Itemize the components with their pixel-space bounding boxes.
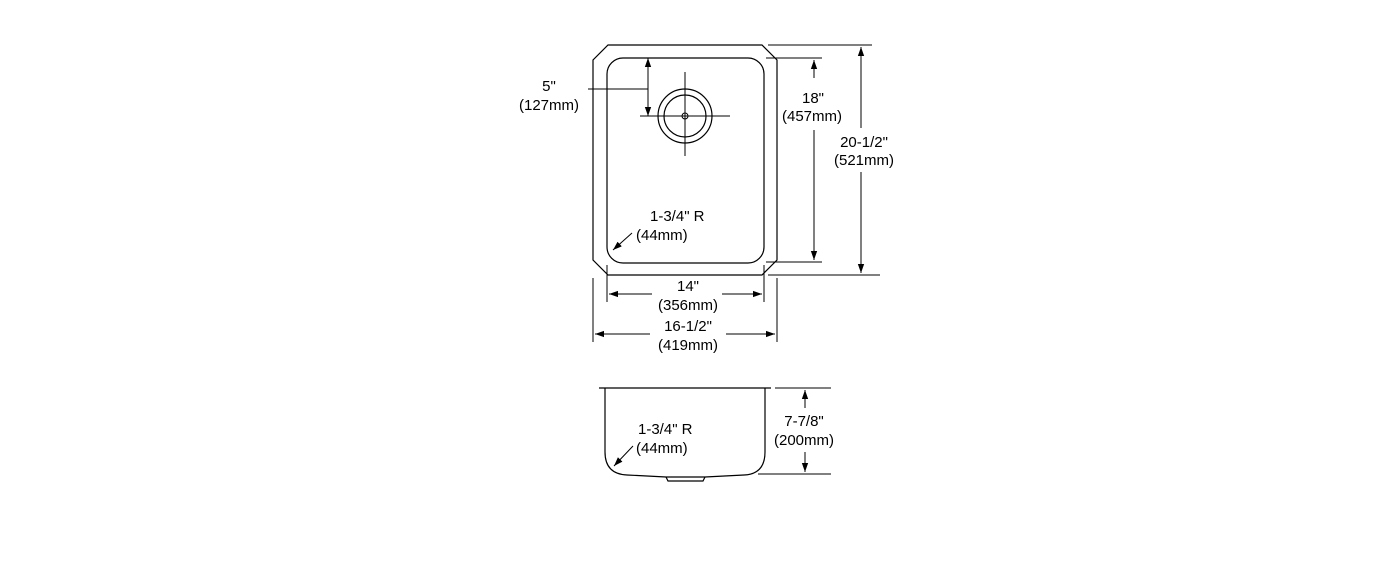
depth-dimension: 7-7/8" (200mm) (758, 387, 834, 475)
depth-imperial: 7-7/8" (784, 413, 824, 430)
sink-inner-bowl (606, 57, 765, 264)
inside-length-metric: (457mm) (782, 108, 842, 125)
inside-length-imperial: 18" (802, 90, 824, 107)
side-corner-radius-imperial: 1-3/4" R (638, 421, 693, 438)
overall-length-imperial: 20-1/2" (840, 134, 888, 151)
side-view: 1-3/4" R (44mm) 7-7/8" (200mm) (599, 387, 834, 482)
top-corner-radius-callout: 1-3/4" R (44mm) (612, 208, 705, 251)
side-bowl-profile (604, 388, 766, 478)
inside-width-dimension: 14" (356mm) (606, 265, 765, 314)
overall-width-dimension: 16-1/2" (419mm) (592, 278, 778, 354)
sink-outer-rim (592, 44, 778, 276)
side-corner-radius-callout: 1-3/4" R (44mm) (613, 421, 693, 467)
top-corner-radius-imperial: 1-3/4" R (650, 208, 705, 225)
inside-length-dimension: 18" (457mm) (766, 57, 842, 263)
side-corner-radius-metric: (44mm) (636, 440, 688, 457)
drain-offset-imperial: 5" (542, 78, 556, 95)
inside-width-metric: (356mm) (658, 297, 718, 314)
top-corner-radius-metric: (44mm) (636, 227, 688, 244)
top-view: 5" (127mm) 18" (457mm) 20-1/2" (521mm) 1… (519, 44, 894, 354)
depth-metric: (200mm) (774, 432, 834, 449)
overall-length-metric: (521mm) (834, 152, 894, 169)
overall-width-imperial: 16-1/2" (664, 318, 712, 335)
drain-offset-metric: (127mm) (519, 97, 579, 114)
inside-width-imperial: 14" (677, 278, 699, 295)
overall-length-dimension: 20-1/2" (521mm) (768, 44, 894, 276)
drain (640, 72, 730, 156)
side-drain-outlet (665, 476, 706, 482)
drain-offset-dimension: 5" (127mm) (519, 58, 652, 116)
overall-width-metric: (419mm) (658, 337, 718, 354)
